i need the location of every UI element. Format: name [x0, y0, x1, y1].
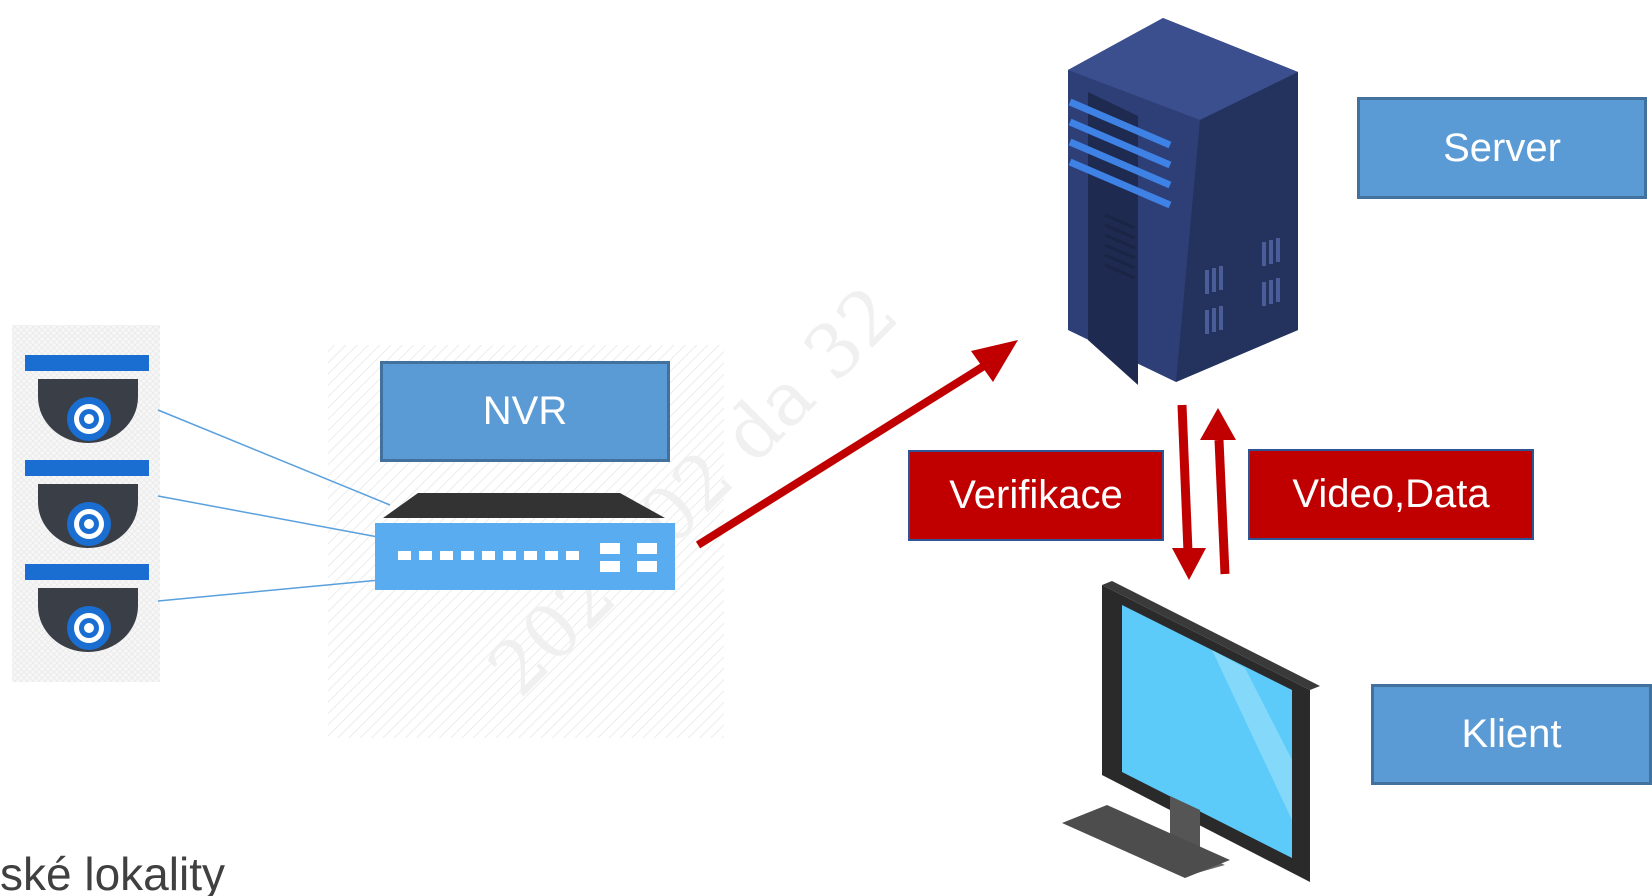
dome-camera-icon — [25, 355, 149, 443]
klient-label: Klient — [1371, 684, 1652, 785]
nvr-label: NVR — [380, 361, 670, 462]
up-arrow — [1200, 408, 1236, 575]
desktop-monitor-icon — [1062, 581, 1320, 882]
video-data-label: Video,Data — [1248, 449, 1534, 540]
cable-line — [157, 409, 391, 506]
upload-arrow — [695, 340, 1018, 549]
down-arrow — [1172, 404, 1206, 580]
cable-line — [157, 495, 379, 538]
server-label: Server — [1357, 97, 1647, 199]
dome-camera-icon — [25, 460, 149, 548]
nvr-device-icon — [375, 493, 675, 590]
camera-cables — [157, 409, 391, 602]
dome-camera-icon — [25, 564, 149, 652]
cable-line — [157, 579, 381, 602]
server-tower-icon — [1068, 18, 1298, 385]
caption-text: ské lokality — [0, 848, 225, 896]
verifikace-label: Verifikace — [908, 450, 1164, 541]
